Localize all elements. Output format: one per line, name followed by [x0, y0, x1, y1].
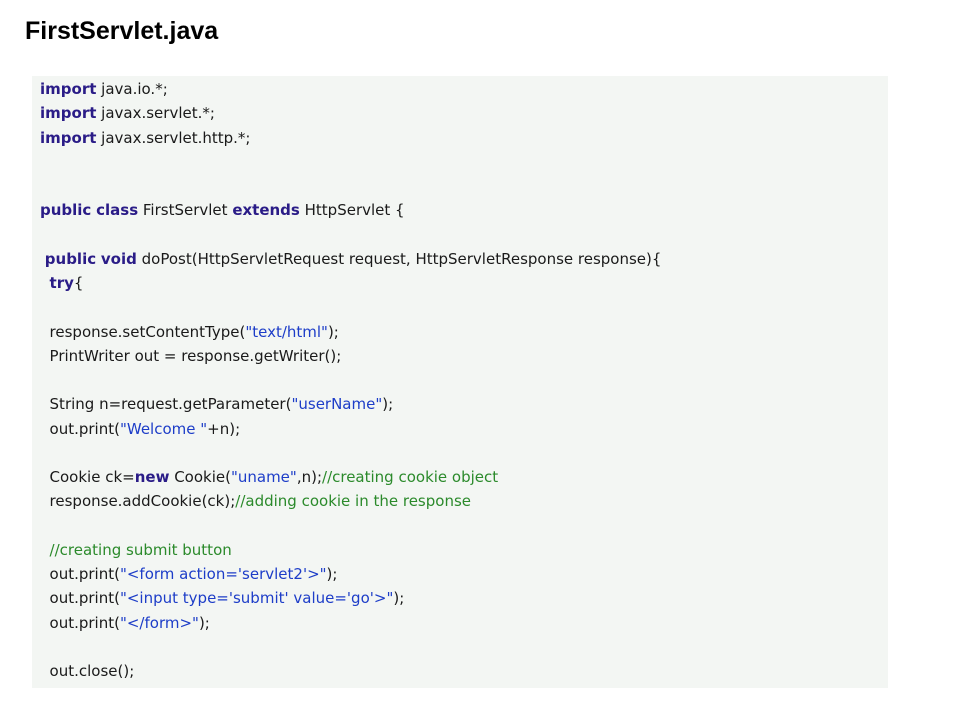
- code-token: String n=request.getParameter(: [40, 395, 292, 414]
- code-token: import: [40, 104, 97, 123]
- code-token: Cookie(: [169, 468, 231, 486]
- code-token: );: [198, 613, 210, 632]
- code-token: out.print(: [40, 565, 120, 583]
- code-token: PrintWriter out = response.getWriter();: [40, 346, 342, 365]
- code-line: response.setContentType("text/html");: [40, 322, 339, 342]
- code-line: public void doPost(HttpServletRequest re…: [40, 249, 662, 269]
- code-token: );: [327, 322, 339, 341]
- code-token: "<form action='servlet2'>": [119, 565, 327, 583]
- code-token: public: [44, 249, 97, 268]
- code-line: out.close();: [40, 661, 135, 681]
- code-line: //creating submit button: [40, 540, 232, 560]
- code-token: Cookie ck=: [40, 468, 135, 486]
- code-token: new: [134, 468, 170, 486]
- code-token: out.print(: [40, 613, 120, 632]
- code-line: Cookie ck=new Cookie("uname",n);//creati…: [40, 467, 499, 487]
- code-token: response.addCookie(ck);: [40, 492, 236, 511]
- code-token: "<input type='submit' value='go'>": [119, 589, 394, 608]
- code-token: javax.servlet.http.*;: [96, 128, 251, 147]
- code-token: +n);: [207, 419, 241, 438]
- code-token: javax.servlet.*;: [96, 104, 215, 123]
- code-token: class: [96, 201, 139, 220]
- code-line: try{: [40, 273, 84, 293]
- code-token: import: [40, 80, 97, 98]
- code-line: import javax.servlet.http.*;: [40, 128, 250, 148]
- code-line: import javax.servlet.*;: [40, 103, 215, 123]
- code-token: //creating cookie object: [322, 468, 499, 486]
- code-token: response.setContentType(: [40, 322, 246, 341]
- code-token: java.io.*;: [96, 80, 168, 98]
- code-token: [40, 541, 50, 559]
- code-line: import java.io.*;: [40, 79, 168, 99]
- code-block: import java.io.*;import javax.servlet.*;…: [32, 76, 888, 688]
- code-token: doPost(HttpServletRequest request, HttpS…: [136, 249, 662, 268]
- page-title: FirstServlet.java: [25, 17, 219, 45]
- code-token: "Welcome ": [119, 419, 208, 438]
- code-token: try: [49, 274, 74, 292]
- code-token: );: [382, 395, 394, 414]
- code-token: FirstServlet: [138, 201, 233, 220]
- code-token: "uname": [230, 468, 297, 486]
- code-token: "text/html": [245, 322, 328, 341]
- code-token: import: [40, 128, 97, 147]
- code-line: response.addCookie(ck);//adding cookie i…: [40, 491, 471, 511]
- code-token: "userName": [291, 395, 383, 414]
- code-token: out.print(: [40, 419, 120, 438]
- code-token: "</form>": [119, 613, 199, 632]
- code-token: HttpServlet {: [299, 201, 405, 220]
- code-token: void: [100, 249, 137, 268]
- code-line: PrintWriter out = response.getWriter();: [40, 346, 342, 366]
- code-line: String n=request.getParameter("userName"…: [40, 394, 394, 414]
- code-token: );: [393, 589, 405, 608]
- code-token: //creating submit button: [49, 540, 232, 559]
- code-token: out.print(: [40, 589, 120, 608]
- code-token: public: [40, 201, 92, 220]
- code-token: [40, 274, 50, 292]
- code-line: out.print("</form>");: [40, 613, 210, 633]
- code-token: //adding cookie in the response: [235, 492, 471, 511]
- code-line: out.print("<input type='submit' value='g…: [40, 588, 405, 608]
- code-token: {: [73, 274, 84, 292]
- code-token: ,n);: [296, 468, 323, 486]
- code-line: public class FirstServlet extends HttpSe…: [40, 200, 405, 220]
- code-line: out.print("Welcome "+n);: [40, 419, 241, 439]
- code-token: extends: [232, 201, 300, 220]
- code-token: );: [326, 565, 338, 583]
- code-token: out.close();: [40, 662, 135, 680]
- code-line: out.print("<form action='servlet2'>");: [40, 564, 338, 584]
